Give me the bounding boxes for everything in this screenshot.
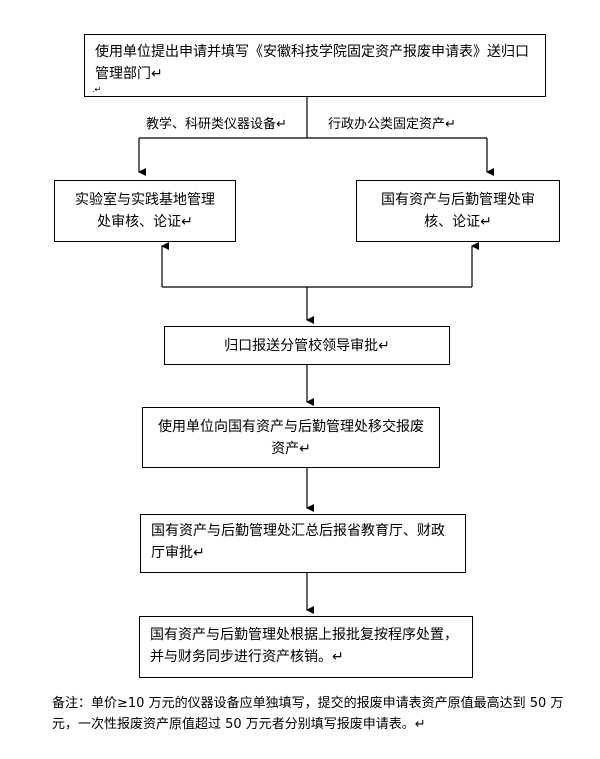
step1-text: 使用单位提出申请并填写《安徽科技学院固定资产报废申请表》送归口管理部门↵ bbox=[95, 44, 529, 82]
mark-icon: .↵ bbox=[92, 85, 102, 94]
step5-report-box: 国有资产与后勤管理处汇总后报省教育厅、财政厅审批↵ bbox=[140, 514, 466, 573]
branch-right-label: 行政办公类固定资产↵ bbox=[328, 117, 456, 132]
step5-text: 国有资产与后勤管理处汇总后报省教育厅、财政厅审批↵ bbox=[151, 523, 445, 561]
right-review-text: 国有资产与后勤管理处审核、论证↵ bbox=[381, 192, 535, 230]
step4-text: 使用单位向国有资产与后勤管理处移交报废资产↵ bbox=[158, 418, 424, 457]
right-review-box: 国有资产与后勤管理处审核、论证↵ bbox=[356, 180, 560, 242]
branch-left-label: 教学、科研类仪器设备↵ bbox=[146, 117, 287, 132]
step3-text: 归口报送分管校领导审批↵ bbox=[224, 337, 390, 354]
step1-apply-box: 使用单位提出申请并填写《安徽科技学院固定资产报废申请表》送归口管理部门↵ bbox=[84, 34, 546, 97]
step6-text: 国有资产与后勤管理处根据上报批复按程序处置，并与财务同步进行资产核销。↵ bbox=[150, 627, 458, 665]
step3-approval-box: 归口报送分管校领导审批↵ bbox=[164, 326, 450, 365]
left-review-box: 实验室与实践基地管理处审核、论证↵ bbox=[54, 180, 236, 242]
step6-dispose-box: 国有资产与后勤管理处根据上报批复按程序处置，并与财务同步进行资产核销。↵ bbox=[139, 616, 473, 678]
left-review-text: 实验室与实践基地管理处审核、论证↵ bbox=[75, 192, 215, 230]
step4-transfer-box: 使用单位向国有资产与后勤管理处移交报废资产↵ bbox=[142, 407, 440, 468]
footnote: 备注：单价≥10 万元的仪器设备应单独填写，提交的报废申请表资产原值最高达到 5… bbox=[52, 696, 564, 732]
